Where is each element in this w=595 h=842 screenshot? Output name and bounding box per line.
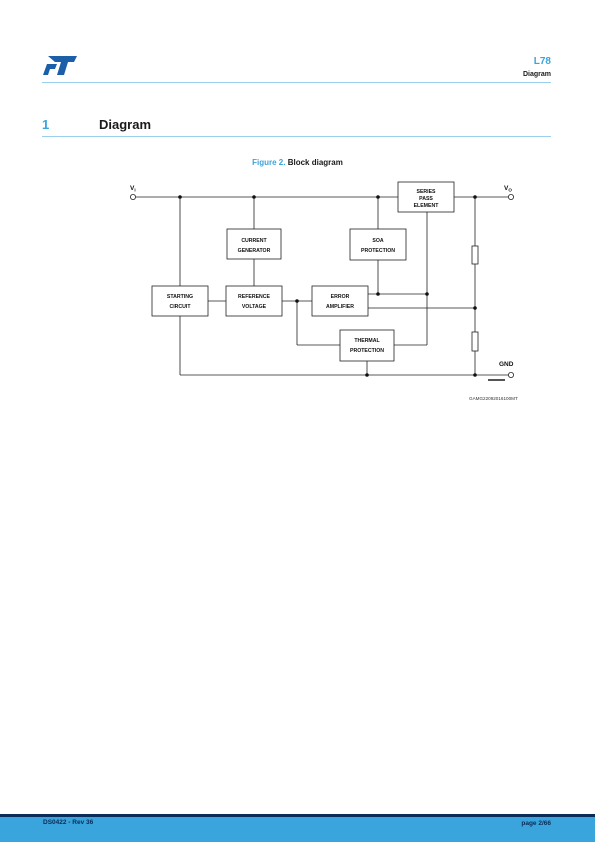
thermal-protection-line-1: THERMAL bbox=[354, 338, 380, 344]
gnd-label: GND bbox=[499, 361, 514, 368]
gnd-terminal bbox=[507, 371, 514, 378]
block-starting-circuit bbox=[151, 285, 209, 317]
starting-circuit-line-2: CIRCUIT bbox=[169, 304, 191, 310]
section-rule bbox=[42, 136, 551, 137]
series-pass-line-2: PASS bbox=[419, 196, 433, 202]
series-pass-line-1: SERIES bbox=[416, 189, 436, 195]
error-amplifier-line-1: ERROR bbox=[331, 294, 350, 300]
block-current-generator bbox=[226, 228, 282, 260]
resistor-lower bbox=[471, 331, 479, 352]
header-section-name: Diagram bbox=[522, 71, 551, 78]
vi-terminal bbox=[129, 193, 136, 200]
section-title: Diagram bbox=[99, 117, 152, 132]
reference-voltage-line-2: VOLTAGE bbox=[242, 304, 267, 310]
vo-label-main: V bbox=[504, 185, 509, 192]
section-number: 1 bbox=[42, 117, 50, 132]
soa-line-1: SOA bbox=[372, 238, 383, 244]
vi-label: VI bbox=[130, 185, 136, 193]
series-pass-line-3: ELEMENT bbox=[414, 203, 440, 209]
vi-label-main: V bbox=[130, 185, 135, 192]
resistor-upper bbox=[471, 245, 479, 265]
soa-line-2: PROTECTION bbox=[361, 248, 395, 254]
reference-voltage-line-1: REFERENCE bbox=[238, 294, 271, 300]
footer-bar bbox=[0, 814, 595, 842]
st-logo bbox=[43, 56, 77, 75]
block-soa-protection bbox=[349, 228, 407, 261]
figure-code: GAMG22092016100MT bbox=[469, 396, 518, 401]
error-amplifier-line-2: AMPLIFIER bbox=[326, 304, 354, 310]
current-generator-line-1: CURRENT bbox=[241, 238, 267, 244]
thermal-protection-line-2: PROTECTION bbox=[350, 348, 384, 354]
vo-label-sub: O bbox=[508, 188, 512, 193]
block-thermal-protection bbox=[339, 329, 395, 362]
footer-line bbox=[0, 814, 595, 817]
block-error-amplifier bbox=[311, 285, 369, 317]
block-series-pass bbox=[397, 181, 455, 213]
junction-dots bbox=[178, 195, 477, 377]
vi-label-sub: I bbox=[134, 188, 135, 193]
footer-doc-id: DS0422 - Rev 36 bbox=[43, 819, 94, 826]
vo-terminal bbox=[507, 193, 514, 200]
document-title: L78 bbox=[533, 56, 551, 67]
block-reference-voltage bbox=[225, 285, 283, 317]
starting-circuit-line-1: STARTING bbox=[167, 294, 193, 300]
footer-page-number: page 2/66 bbox=[521, 820, 551, 827]
vo-label: VO bbox=[504, 185, 512, 193]
tiny-reference-mark bbox=[488, 379, 505, 381]
header-rule bbox=[42, 82, 551, 83]
figure-caption: Figure 2. Block diagram bbox=[0, 158, 595, 167]
figure-label: Figure 2. bbox=[252, 158, 286, 167]
current-generator-line-2: GENERATOR bbox=[238, 248, 271, 254]
figure-title: Block diagram bbox=[287, 158, 343, 167]
